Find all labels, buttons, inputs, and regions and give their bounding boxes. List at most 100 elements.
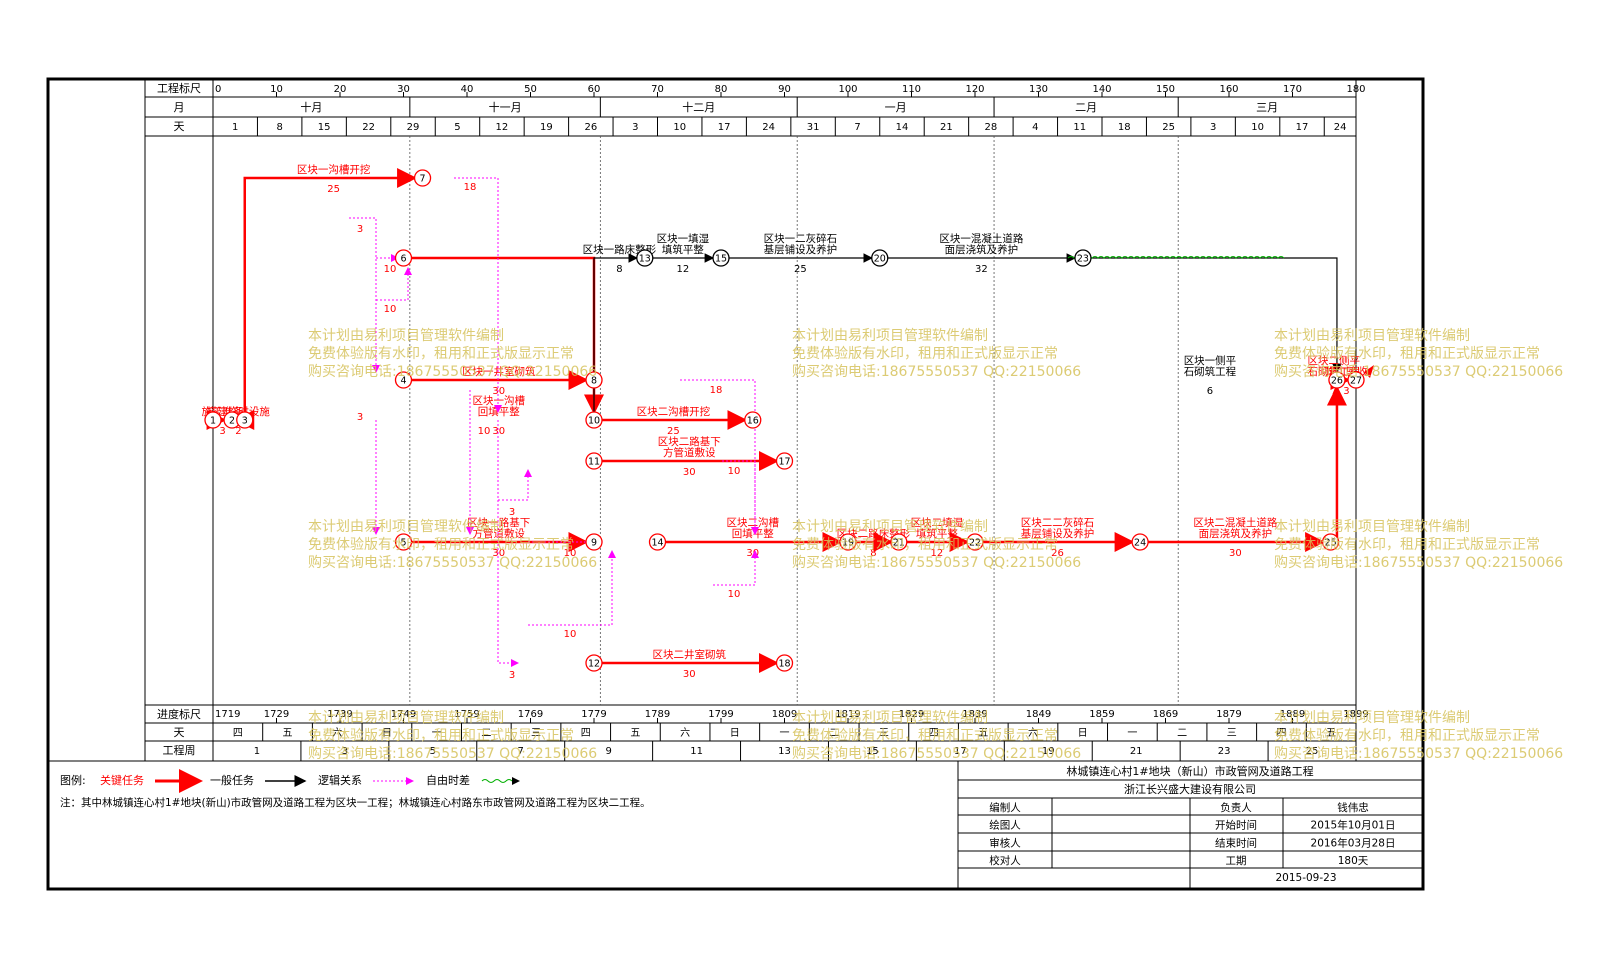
title-block-label2: 工期 xyxy=(1226,855,1247,867)
event-node-id: 2 xyxy=(229,416,235,427)
watermark-text: 本计划由易利项目管理软件编制 xyxy=(308,328,504,344)
task-duration: 7 xyxy=(1331,386,1337,397)
progress-tick-label: 1749 xyxy=(391,709,416,720)
title-block-value2: 2015年10月01日 xyxy=(1311,819,1396,832)
title-block-label: 校对人 xyxy=(989,854,1021,867)
event-node xyxy=(585,654,603,672)
task-duration: 3 xyxy=(219,426,225,437)
event-node-id: 12 xyxy=(588,659,600,670)
task-name: 区块一填湿 xyxy=(657,232,710,245)
watermark-text: 免费体验版有水印，租用和正式版显示正常 xyxy=(792,537,1058,553)
event-node-id: 8 xyxy=(591,376,597,387)
month-cell: 十一月 xyxy=(489,100,522,114)
event-node xyxy=(585,371,603,389)
float-value: 10 xyxy=(384,264,397,275)
float-value: 10 xyxy=(728,466,741,477)
float-value: 18 xyxy=(710,385,723,396)
task-name: 区块一侧平 xyxy=(1184,354,1237,367)
title-block-label: 编制人 xyxy=(989,801,1021,814)
progress-tick-label: 1869 xyxy=(1153,709,1178,720)
watermark-text: 本计划由易利项目管理软件编制 xyxy=(792,328,988,344)
event-node-id: 6 xyxy=(400,254,406,265)
watermark-text: 购买咨询电话:18675550537 QQ:22150066 xyxy=(1274,555,1563,571)
event-node xyxy=(648,533,667,551)
progress-tick-label: 1759 xyxy=(454,709,479,720)
weekday-cell: 一 xyxy=(432,728,442,739)
float-value: 3 xyxy=(509,507,515,518)
progress-tick-label: 1899 xyxy=(1343,709,1368,720)
progress-tick-label: 1849 xyxy=(1026,709,1051,720)
day-cell: 24 xyxy=(1334,122,1347,133)
day-cell: 17 xyxy=(718,122,731,133)
day-row-label: 天 xyxy=(174,120,185,133)
task-name: 回填平整 xyxy=(478,405,520,418)
float-value: 10 xyxy=(564,629,577,640)
event-node-id: 1 xyxy=(210,416,216,427)
event-node-id: 15 xyxy=(715,254,727,265)
week-cell: 15 xyxy=(866,746,879,757)
watermark-text: 免费体验版有水印，租用和正式版显示正常 xyxy=(308,728,574,744)
event-node-id: 26 xyxy=(1331,376,1343,387)
watermark-text: 本计划由易利项目管理软件编制 xyxy=(308,519,504,535)
float-value: 10 xyxy=(728,589,741,600)
watermark-text: 购买咨询电话:18675550537 QQ:22150066 xyxy=(792,364,1081,380)
event-node xyxy=(1321,533,1340,551)
watermark-text: 购买咨询电话:18675550537 QQ:22150066 xyxy=(308,746,597,762)
event-node-id: 3 xyxy=(242,416,248,427)
free-float-link xyxy=(713,550,759,586)
scale-tick-label: 110 xyxy=(902,84,921,95)
watermark-text: 购买咨询电话:18675550537 QQ:22150066 xyxy=(792,746,1081,762)
free-float-link xyxy=(376,267,412,301)
legend-note: 注：其中林城镇连心村1#地块(新山)市政管网及道路工程为区块一工程；林城镇连心村… xyxy=(60,796,651,809)
watermark-text: 免费体验版有水印，租用和正式版显示正常 xyxy=(308,537,574,553)
event-node xyxy=(394,371,413,389)
event-node-id: 14 xyxy=(651,538,663,549)
progress-tick-label: 1879 xyxy=(1216,709,1241,720)
scale-tick-label: 80 xyxy=(715,84,728,95)
week-cell: 23 xyxy=(1218,746,1231,757)
scale-tick-label: 130 xyxy=(1029,84,1048,95)
weekday-cell: 五 xyxy=(283,728,293,739)
event-node-id: 20 xyxy=(874,254,886,265)
scale-tick-label: 170 xyxy=(1283,84,1302,95)
task-duration: 2 xyxy=(235,426,241,437)
task-duration: 30 xyxy=(492,386,505,397)
progress-tick-label: 1819 xyxy=(835,709,860,720)
event-node xyxy=(1347,371,1365,389)
weekday-row-label: 天 xyxy=(174,726,185,739)
event-node xyxy=(394,249,413,267)
day-cell: 29 xyxy=(407,122,420,133)
event-node xyxy=(204,411,222,429)
watermark-text: 本计划由易利项目管理软件编制 xyxy=(1274,328,1470,344)
day-cell: 11 xyxy=(1073,122,1086,133)
watermark-text: 购买咨询电话:18675550537 QQ:22150066 xyxy=(792,555,1081,571)
float-value: 10 xyxy=(564,548,577,559)
event-node-id: 11 xyxy=(588,457,600,468)
month-cell: 十月 xyxy=(300,100,322,114)
weekday-cell: 日 xyxy=(382,728,392,739)
task-name: 区块二混凝土道路 xyxy=(1193,516,1277,529)
legend-wave-arrowhead xyxy=(512,777,520,785)
task-duration: 25 xyxy=(667,426,680,437)
scale-tick-label: 70 xyxy=(651,84,664,95)
event-node-id: 10 xyxy=(588,416,600,427)
free-float-link xyxy=(680,379,759,535)
task-duration: 3 xyxy=(1343,386,1349,397)
task-duration: 12 xyxy=(931,548,944,559)
event-node-id: 24 xyxy=(1134,538,1146,549)
day-cell: 21 xyxy=(940,122,953,133)
task-arrow xyxy=(593,253,638,412)
weekday-cell: 二 xyxy=(1177,728,1187,739)
task-name: 区块一路基下 xyxy=(467,516,530,529)
watermark-text: 本计划由易利项目管理软件编制 xyxy=(1274,519,1470,535)
company-name: 浙江长兴盛大建设有限公司 xyxy=(1124,782,1256,796)
week-cell: 9 xyxy=(605,746,611,757)
week-cell: 13 xyxy=(778,746,791,757)
event-node-id: 19 xyxy=(842,538,854,549)
event-node xyxy=(839,533,857,551)
task-duration: 30 xyxy=(492,426,505,437)
week-cell: 19 xyxy=(1042,746,1055,757)
task-name: 区块二井室砌筑 xyxy=(653,648,727,661)
weekday-cell: 五 xyxy=(978,728,988,739)
progress-tick-label: 1769 xyxy=(518,709,543,720)
